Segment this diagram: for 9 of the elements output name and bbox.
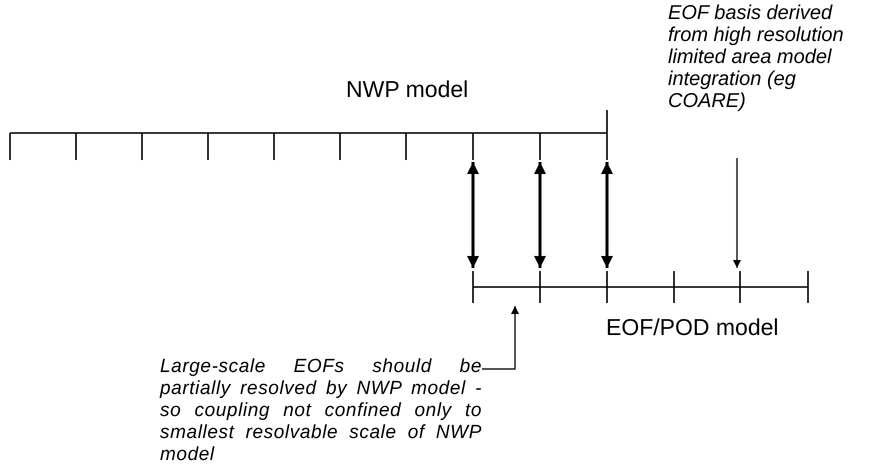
arrow xyxy=(482,306,519,370)
arrow xyxy=(733,158,741,268)
scale-label: EOF/POD model xyxy=(606,314,779,340)
scale-label: NWP model xyxy=(346,76,468,102)
annotation-text: EOF basis derived from high resolution limited area model integration (eg COARE) xyxy=(668,2,845,112)
double-arrow xyxy=(601,162,613,268)
annotation-text: Large-scale EOFs should be partially resolved by NWP model - so coupling not confined only to smallest resolvable scale of NWP model xyxy=(160,356,482,466)
double-arrow xyxy=(534,162,546,268)
double-arrow xyxy=(467,162,479,268)
